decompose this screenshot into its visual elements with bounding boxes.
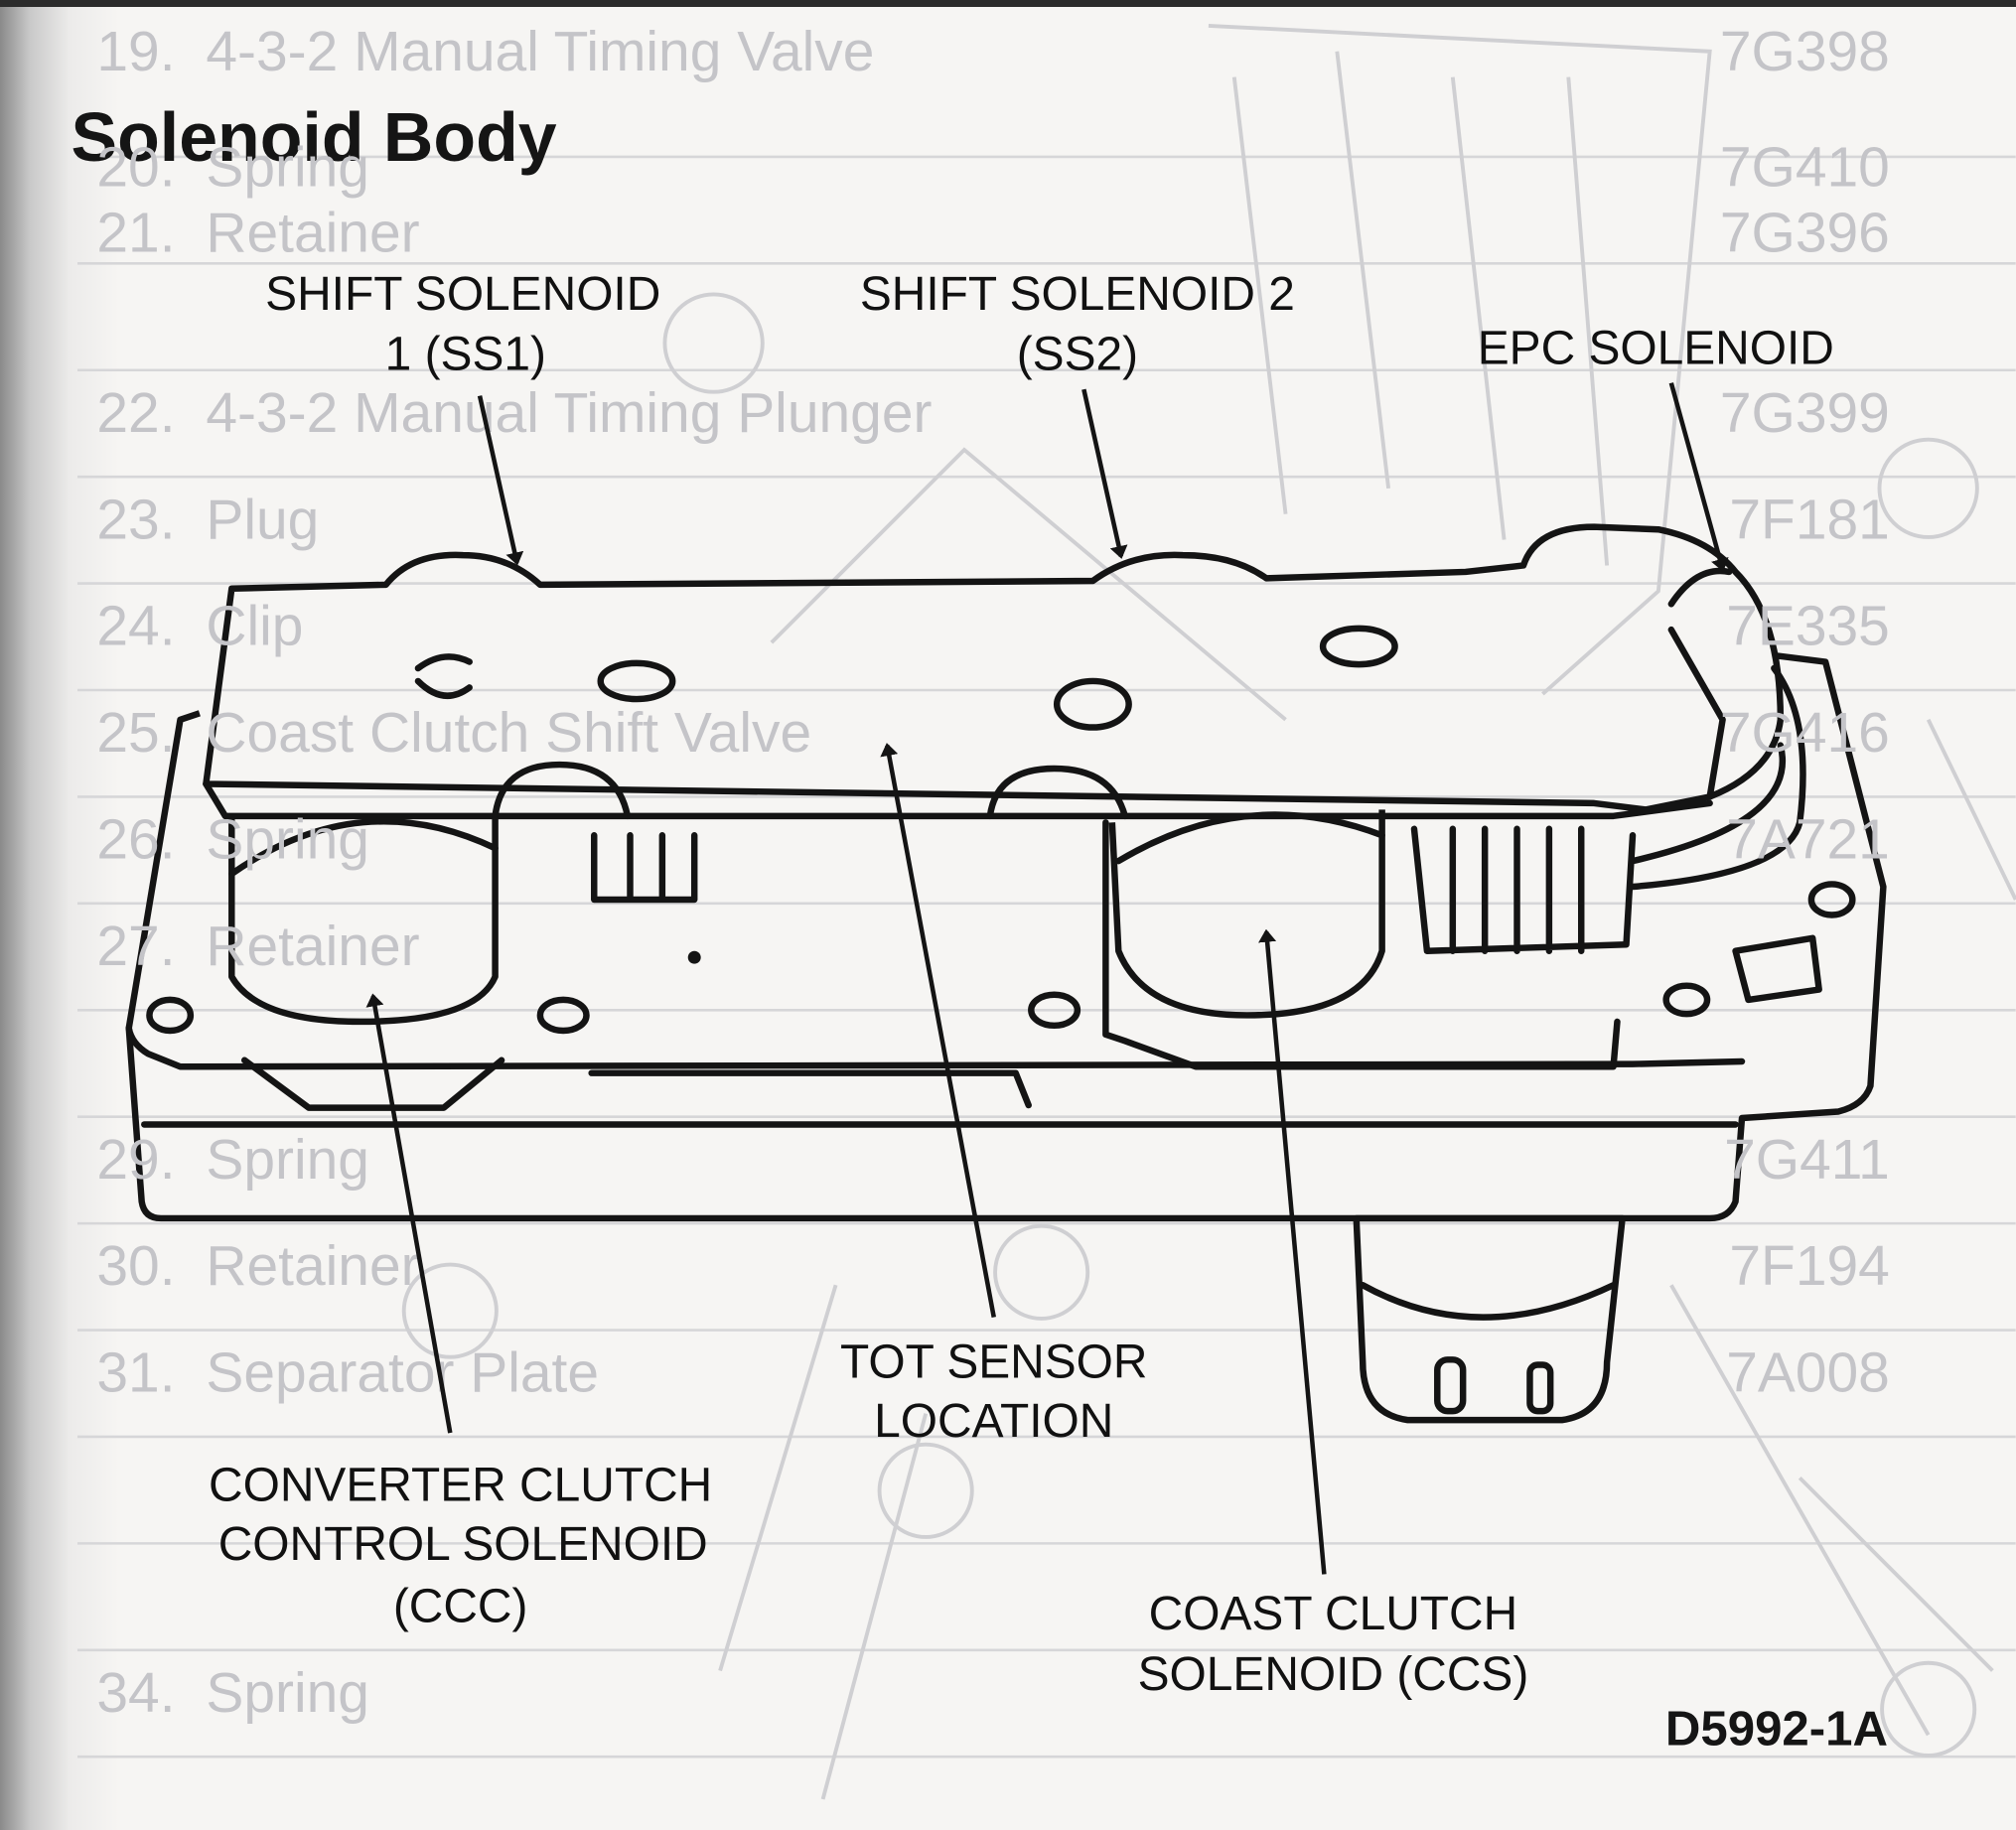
page-title: Solenoid Body: [71, 98, 556, 176]
tot-sensor-clip: [1053, 677, 1132, 731]
ghost-list-part: 7G410: [1720, 136, 1890, 200]
ghost-list-part: 7E335: [1726, 595, 1890, 658]
ghost-list-num: 24.: [96, 595, 175, 658]
ss2-leader-arrow: [1081, 388, 1128, 559]
ghost-circle: [662, 292, 765, 394]
ccs-label-line1: COAST CLUTCH: [1149, 1588, 1518, 1640]
ghost-list-name: Spring: [206, 808, 369, 872]
bolt-hole: [536, 996, 590, 1035]
bolt-hole: [1319, 625, 1398, 668]
retaining-clip: [414, 653, 473, 699]
ghost-list-part: 7G396: [1720, 202, 1890, 265]
ccc-label-line2: CONTROL SOLENOID: [218, 1518, 708, 1571]
solenoid-body: [125, 523, 1887, 1424]
ghost-circle: [1877, 437, 1979, 539]
ccs-solenoid-top: [1115, 811, 1385, 865]
scan-edge: [0, 0, 2016, 7]
ccc-solenoid: [228, 815, 499, 1026]
ghost-list-num: 22.: [96, 381, 175, 445]
ghost-circle: [1880, 1660, 1977, 1758]
ghost-list-name: Spring: [206, 136, 369, 200]
base-plate: [125, 651, 1887, 1222]
locating-dot: [687, 950, 701, 964]
bolt-hole: [146, 996, 195, 1035]
ccs-leader-arrow: [1258, 928, 1327, 1575]
ccs-label-line2: SOLENOID (CCS): [1138, 1648, 1529, 1701]
tot-label-line2: LOCATION: [874, 1395, 1113, 1448]
ghost-circle: [401, 1262, 499, 1359]
cover-notch: [492, 761, 1129, 820]
ghost-valve-body-drawing: [718, 23, 2016, 1800]
bolt-hole: [1807, 881, 1856, 918]
bleed-through-list: 19. 4-3-2 Manual Timing Valve 7G398 20. Spri…: [96, 20, 1889, 1725]
ghost-list-part: 7G398: [1720, 20, 1890, 83]
center-divider: [1102, 819, 1621, 1070]
top-cover: [203, 523, 1785, 813]
ghost-list-num: 29.: [96, 1128, 175, 1192]
ghost-list-name: 4-3-2 Manual Timing Valve: [206, 20, 874, 83]
ghost-list-name: Retainer: [206, 915, 419, 978]
ghost-list-num: 34.: [96, 1661, 175, 1725]
ghost-list-name: Clip: [206, 595, 303, 658]
ghost-list-part: 7G399: [1720, 381, 1890, 445]
side-bracket: [1732, 934, 1822, 1004]
connector-rim: [1359, 1282, 1617, 1321]
ghost-circle: [993, 1223, 1090, 1321]
base-recess: [240, 1056, 1032, 1111]
ccc-solenoid-top: [228, 818, 499, 878]
ss1-leader-arrow: [477, 395, 524, 566]
ghost-list-part: 7F194: [1729, 1234, 1889, 1298]
figure-id: D5992-1A: [1665, 1702, 1888, 1757]
ghost-list-num: 31.: [96, 1341, 175, 1405]
ghost-list-part: 7A721: [1726, 808, 1890, 872]
ghost-list-num: 30.: [96, 1234, 175, 1298]
cover-front-edge: [203, 780, 1713, 820]
epc-wire: [1629, 664, 1806, 891]
epc-fins: [1410, 825, 1637, 954]
tot-sensor-tab: [591, 832, 698, 904]
ss2-label-line2: (SS2): [1017, 329, 1138, 381]
ghost-list-part: 7A008: [1726, 1341, 1890, 1405]
bolt-hole: [1028, 991, 1081, 1030]
ghost-list-name: Spring: [206, 1128, 369, 1192]
ghost-list-num: 26.: [96, 808, 175, 872]
connector-pin: [1526, 1361, 1554, 1415]
ghost-list-name: Coast Clutch Shift Valve: [206, 701, 811, 765]
epc-label: EPC SOLENOID: [1478, 322, 1834, 374]
ccc-leader-arrow: [365, 993, 453, 1434]
ghost-list-name: Plug: [206, 488, 319, 551]
ccc-label-line1: CONVERTER CLUTCH: [209, 1460, 712, 1512]
ghost-list-name: Separator Plate: [206, 1341, 599, 1405]
tot-leader-arrow: [880, 743, 996, 1319]
bolt-hole: [1662, 982, 1711, 1018]
ss1-label-line2: 1 (SS1): [385, 329, 546, 381]
ghost-list-name: 4-3-2 Manual Timing Plunger: [206, 381, 932, 445]
ghost-circle: [877, 1442, 974, 1539]
ghost-list-num: 27.: [96, 915, 175, 978]
base-upper-edge: [125, 1025, 1746, 1070]
ccc-label-line3: (CCC): [393, 1580, 528, 1632]
ghost-list-num: 21.: [96, 202, 175, 265]
ccs-connector-housing: [1353, 1214, 1626, 1424]
ghost-list-part: 7G411: [1724, 1128, 1890, 1192]
ghost-list-num: 23.: [96, 488, 175, 551]
epc-leader-arrow: [1668, 382, 1729, 572]
ccs-solenoid: [1108, 809, 1385, 1019]
ghost-list-name: Spring: [206, 1661, 369, 1725]
ghost-list-name: Retainer: [206, 202, 419, 265]
connector-pin: [1434, 1356, 1467, 1415]
tot-label-line1: TOT SENSOR: [840, 1336, 1147, 1388]
ghost-list-num: 19.: [96, 20, 175, 83]
ss2-label-line1: SHIFT SOLENOID 2: [860, 268, 1295, 321]
ghost-list-num: 20.: [96, 136, 175, 200]
ghost-list-name: Retainer: [206, 1234, 419, 1298]
ghost-list-num: 25.: [96, 701, 175, 765]
bolt-hole: [597, 659, 676, 703]
ghost-list-part: 7F181: [1729, 488, 1889, 551]
ss1-label-line1: SHIFT SOLENOID: [265, 268, 660, 321]
ghost-list-part: 7G416: [1720, 701, 1890, 765]
